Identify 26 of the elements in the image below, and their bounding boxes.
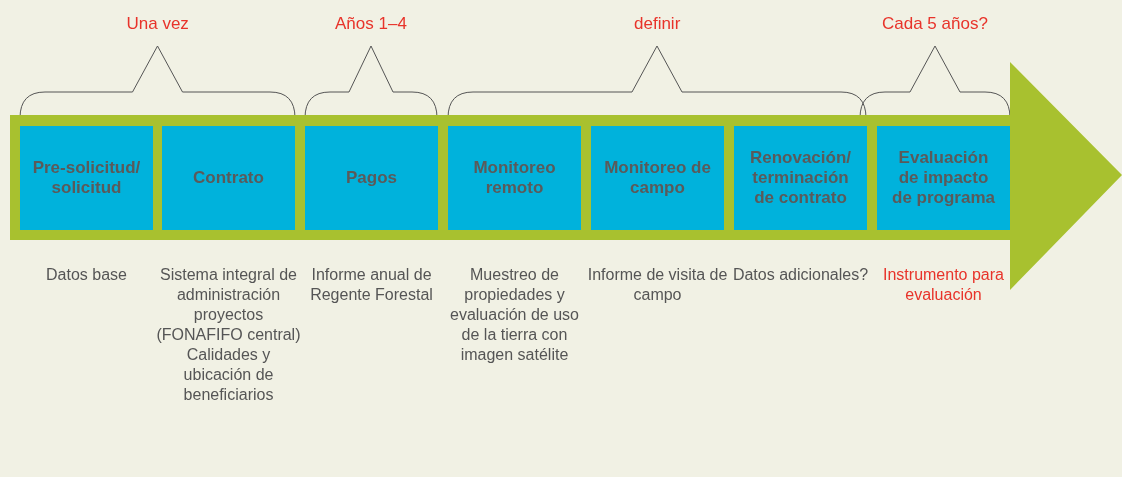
step-label: Evaluación de impacto de programa bbox=[891, 148, 996, 208]
step-label: Monitoreo de campo bbox=[603, 158, 712, 198]
process-box bbox=[877, 126, 1010, 230]
caption-text: Datos base bbox=[45, 265, 128, 285]
step-label: Monitoreo remoto bbox=[472, 158, 557, 198]
process-box bbox=[20, 126, 153, 230]
process-box bbox=[734, 126, 867, 230]
step-label: Pre-solicitud/ solicitud bbox=[31, 158, 142, 198]
caption-text: Muestreo de propiedades y evaluación de uso de la tierra con imagen satélite bbox=[449, 265, 580, 365]
caption-text: Informe de visita de campo bbox=[586, 265, 729, 305]
caption-text: Instrumento para evaluación bbox=[882, 265, 1005, 305]
brace-label: Años 1–4 bbox=[335, 14, 407, 34]
step-label: Renovación/ terminación de contrato bbox=[748, 148, 853, 208]
brace-label: Una vez bbox=[126, 14, 189, 34]
caption-text: Sistema integral de administración proyectos (FONAFIFO central) bbox=[155, 265, 302, 345]
caption-text: Informe anual de Regente Forestal bbox=[309, 265, 434, 305]
process-box bbox=[305, 126, 438, 230]
brace-label: definir bbox=[634, 14, 681, 34]
step-label: Contrato bbox=[192, 168, 265, 188]
caption-text: Datos adicionales? bbox=[731, 265, 870, 285]
process-box bbox=[162, 126, 295, 230]
process-box bbox=[591, 126, 724, 230]
brace-label: Cada 5 años? bbox=[882, 14, 988, 34]
caption-text: Calidades y ubicación de beneficiarios bbox=[182, 345, 275, 405]
step-label: Pagos bbox=[345, 168, 398, 188]
process-box bbox=[448, 126, 581, 230]
